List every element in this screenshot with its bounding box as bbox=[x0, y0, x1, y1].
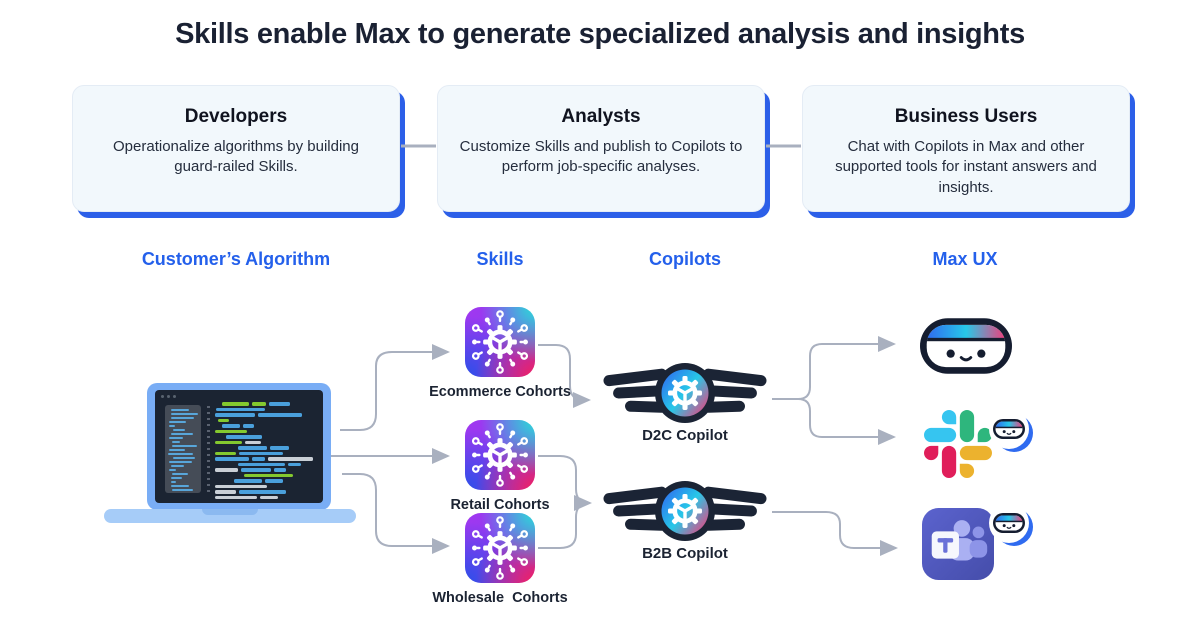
card-business-users: Business Users Chat with Copilots in Max… bbox=[802, 85, 1130, 212]
teams-icon bbox=[922, 508, 994, 580]
column-label-customers-algorithm: Customer’s Algorithm bbox=[141, 249, 331, 269]
wire-d2c-maxbot bbox=[772, 336, 896, 400]
card-analysts-heading: Analysts bbox=[561, 106, 641, 127]
wire-d2c-slack bbox=[797, 398, 896, 445]
laptop-minimap bbox=[165, 405, 201, 493]
hub-gear-icon bbox=[465, 307, 535, 377]
wire-b2b-teams bbox=[772, 511, 898, 556]
max-bot-icon bbox=[920, 318, 1012, 379]
skill-wholesale-label: Wholesale Cohorts bbox=[432, 590, 568, 606]
laptop-base bbox=[104, 509, 356, 523]
laptop-notch bbox=[202, 509, 258, 515]
winged-gear-badge-icon bbox=[603, 481, 767, 541]
card-developers: Developers Operationalize algorithms by … bbox=[72, 85, 400, 212]
card-analysts: Analysts Customize Skills and publish to… bbox=[437, 85, 765, 212]
copilot-d2c: D2C Copilot bbox=[597, 360, 773, 444]
slack-icon bbox=[924, 410, 992, 478]
copilot-b2b: B2B Copilot bbox=[597, 478, 773, 562]
skill-retail: Retail Cohorts bbox=[380, 420, 620, 513]
card-developers-heading: Developers bbox=[184, 106, 288, 127]
hub-gear-icon bbox=[465, 420, 535, 490]
skill-retail-label: Retail Cohorts bbox=[450, 497, 550, 513]
hub-gear-icon bbox=[465, 513, 535, 583]
max-bot-badge-icon bbox=[988, 408, 1034, 459]
card-analysts-body: Customize Skills and publish to Copilots… bbox=[459, 138, 743, 176]
copilot-d2c-label: D2C Copilot bbox=[642, 427, 728, 444]
skill-wholesale: Wholesale Cohorts bbox=[380, 513, 620, 606]
laptop-line-gutter bbox=[207, 406, 210, 492]
window-dot-icon bbox=[173, 395, 176, 398]
card-developers-body: Operationalize algorithms by building gu… bbox=[113, 138, 359, 176]
copilot-b2b-label: B2B Copilot bbox=[642, 545, 728, 562]
winged-gear-badge-icon bbox=[603, 363, 767, 423]
card-business-users-heading: Business Users bbox=[894, 106, 1038, 127]
skill-ecommerce-label: Ecommerce Cohorts bbox=[429, 384, 571, 400]
slack-app bbox=[924, 409, 1033, 483]
laptop-illustration bbox=[147, 383, 331, 510]
column-label-max-ux: Max UX bbox=[932, 249, 998, 269]
max-bot-badge-icon bbox=[988, 502, 1034, 553]
column-label-skills: Skills bbox=[476, 249, 524, 269]
skill-ecommerce: Ecommerce Cohorts bbox=[380, 307, 620, 400]
card-business-users-body: Chat with Copilots in Max and other supp… bbox=[835, 138, 1097, 196]
teams-app bbox=[922, 503, 1033, 585]
window-dot-icon bbox=[167, 395, 170, 398]
column-label-copilots: Copilots bbox=[649, 249, 721, 269]
laptop-code-screen bbox=[155, 390, 323, 503]
page-title: Skills enable Max to generate specialize… bbox=[175, 18, 1025, 50]
laptop-code-lines bbox=[215, 402, 318, 500]
window-dot-icon bbox=[161, 395, 164, 398]
